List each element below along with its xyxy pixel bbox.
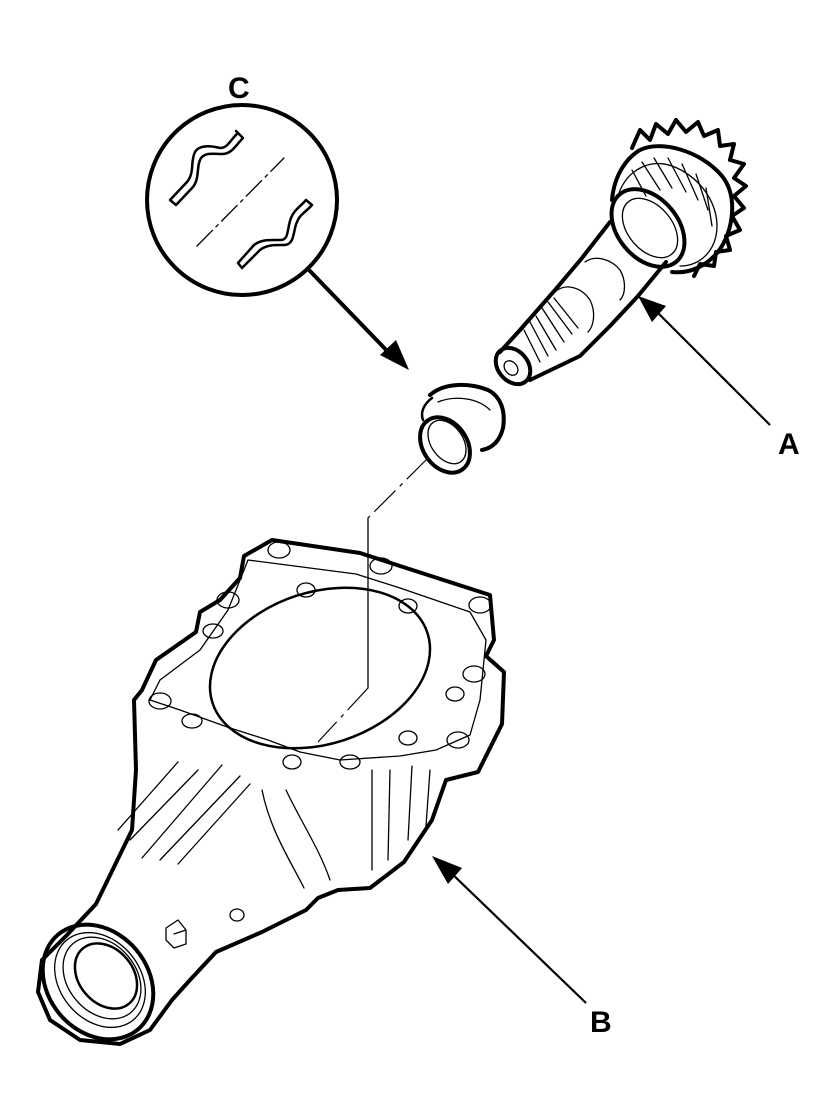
callout-label-a: A: [778, 428, 800, 461]
oil-seal: [418, 382, 506, 475]
arrow-a: [638, 296, 771, 426]
alignment-axis: [317, 457, 429, 743]
callout-label-c: C: [228, 72, 250, 105]
detail-c-circle: [145, 103, 339, 297]
pinion-shaft: [493, 118, 748, 387]
carrier-housing: [36, 538, 506, 1046]
arrow-c-to-seal: [307, 268, 409, 370]
callout-label-b: B: [590, 1006, 612, 1039]
arrow-b: [432, 856, 587, 1004]
